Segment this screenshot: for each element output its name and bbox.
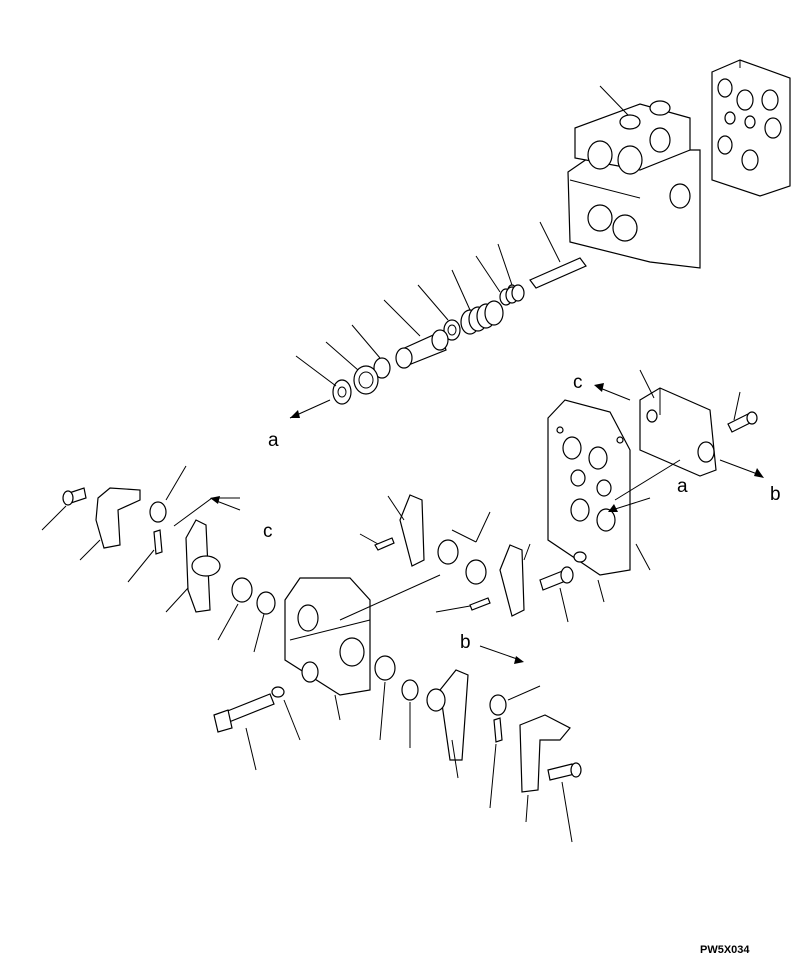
arrows-mid xyxy=(173,496,524,664)
label-b-bottom: b xyxy=(460,632,471,653)
bottom-bracket xyxy=(489,694,582,793)
levers-and-bushings xyxy=(185,494,525,761)
label-c-left: c xyxy=(263,521,273,542)
cover-plate xyxy=(547,399,631,576)
label-a-top: a xyxy=(268,430,279,451)
valve-body xyxy=(567,100,701,269)
solenoid-block xyxy=(639,387,717,477)
center-housing xyxy=(284,577,371,696)
label-b-right: b xyxy=(770,484,781,505)
long-bolt xyxy=(213,686,285,733)
document-code: PW5X034 xyxy=(700,944,750,956)
leader-lines-top xyxy=(289,85,629,419)
valve-end-plate xyxy=(711,59,791,197)
leader-lines-right xyxy=(559,369,764,623)
label-a-right: a xyxy=(677,476,688,497)
bolts-right xyxy=(539,411,758,591)
spool-stack xyxy=(332,257,587,405)
label-c-top: c xyxy=(573,372,583,393)
leader-lines-bottom xyxy=(41,465,573,843)
left-bracket xyxy=(62,487,167,555)
